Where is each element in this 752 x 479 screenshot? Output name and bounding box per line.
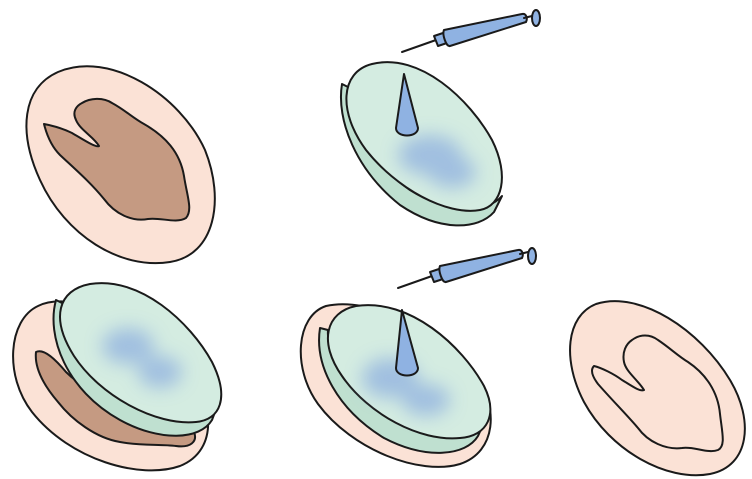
syringe-icon: [402, 10, 540, 52]
step-2-injection: [341, 10, 540, 225]
syringe-icon: [398, 248, 536, 288]
step-4-injection-over-skin: [301, 248, 536, 467]
step-5-outlined-lesion: [570, 301, 745, 475]
step-3-gel-over-lesion: [13, 283, 221, 470]
step-1-skin-with-lesion: [26, 66, 214, 263]
